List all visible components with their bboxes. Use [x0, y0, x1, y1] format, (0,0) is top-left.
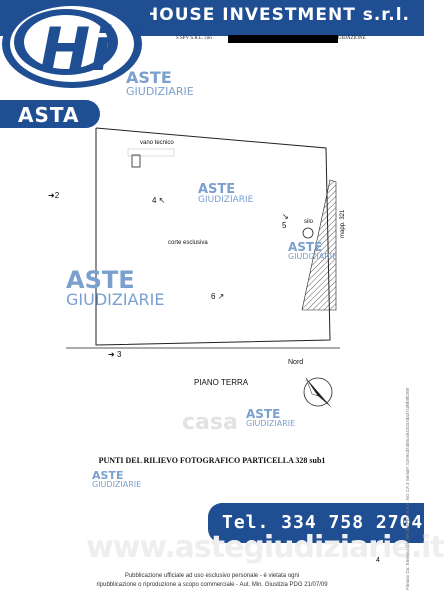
house-investment-logo: Hi — [0, 0, 150, 88]
floor-plan — [66, 127, 340, 408]
label-corte-esclusiva: corte esclusiva — [168, 240, 208, 246]
page-number: 4 — [376, 557, 380, 564]
brand-title: HOUSE INVESTMENT s.r.l. — [144, 5, 410, 25]
watermark-aste-2: ASTE GIUDIZIARIE — [198, 182, 254, 205]
telephone-number[interactable]: Tel. 334 758 2704 — [222, 512, 424, 533]
watermark-aste-5: ASTE GIUDIZIARIE — [246, 407, 296, 428]
label-nord: Nord — [288, 359, 304, 366]
label-mappale: mapp. 321 — [340, 209, 346, 238]
watermark-aste-4: ASTE GIUDIZIARIE — [66, 266, 165, 309]
label-silo: silo — [304, 219, 314, 225]
asta-label: ASTA — [18, 103, 80, 127]
label-vano-tecnico: vano tecnico — [140, 140, 174, 146]
logo-letters: Hi — [40, 15, 112, 85]
watermark-aste-3: ASTE GIUDIZIARIE — [288, 240, 338, 261]
footer-line-1: Pubblicazione ufficiale ad uso esclusivo… — [124, 573, 300, 579]
footer-notice: Pubblicazione ufficiale ad uso esclusivo… — [0, 572, 424, 590]
document-header-line-end: UIDAZIONE — [338, 36, 366, 41]
side-signature-text: Firmato Da: Emesso Da: ARUBAPEC S.P.A. N… — [405, 387, 410, 590]
website-watermark: www.astegiudiziarie.it — [86, 530, 444, 565]
photo-point-3: ➜ 3 — [108, 350, 122, 359]
telephone-band — [208, 503, 424, 543]
footer-line-2: ripubblicazione o riproduzione a scopo c… — [96, 582, 328, 588]
photo-point-2: ➜2 — [48, 191, 60, 200]
photo-point-4: 4 ↖ — [152, 196, 166, 205]
watermark-aste-1: ASTE GIUDIZIARIE — [126, 68, 194, 98]
redaction-bar — [228, 35, 338, 43]
label-piano-terra: PIANO TERRA — [194, 378, 249, 387]
photo-point-5: ↘5 — [282, 212, 289, 230]
plan-caption: PUNTI DEL RILIEVO FOTOGRAFICO PARTICELLA… — [98, 456, 326, 465]
document-header-line: S SPV S.R.L. con — [176, 36, 212, 41]
photo-point-6: 6 ↗ — [211, 292, 225, 301]
asta-band — [0, 100, 100, 128]
watermark-casa: casa — [182, 410, 238, 435]
watermark-aste-6: ASTE GIUDIZIARIE — [92, 469, 142, 489]
